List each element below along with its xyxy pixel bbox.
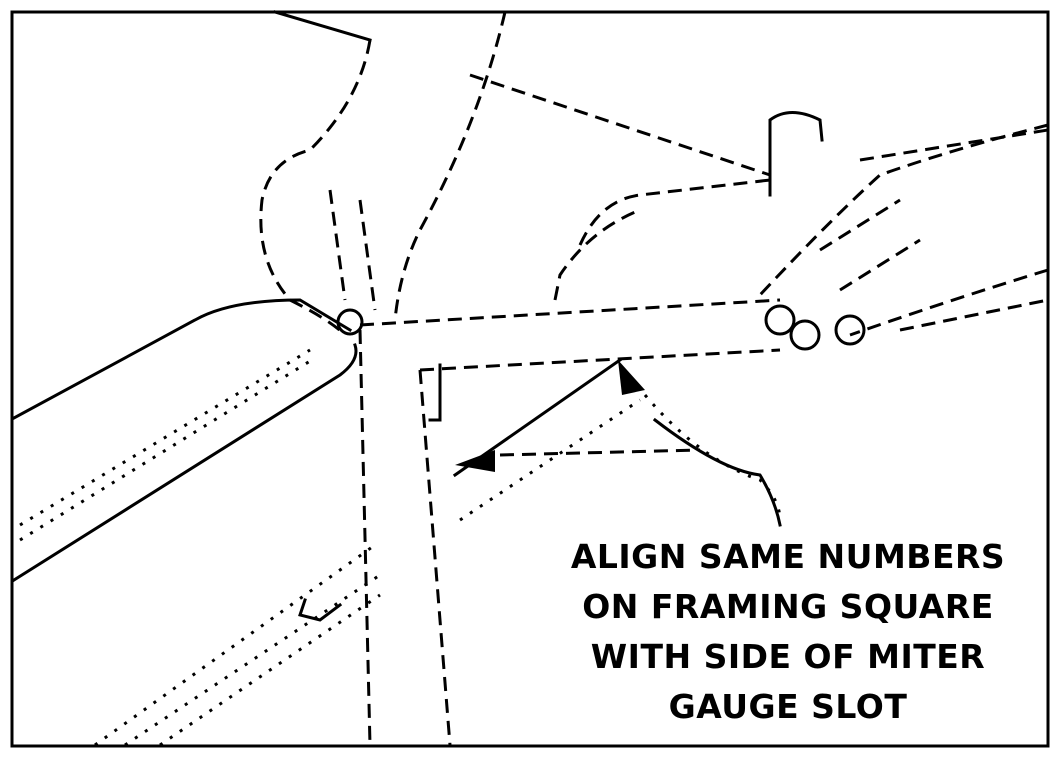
figure-border — [10, 10, 1050, 748]
miter-gauge-slot — [94, 543, 381, 747]
framing-square — [358, 298, 781, 746]
right-hand — [758, 123, 1049, 351]
caption-line-4: GAUGE SLOT — [668, 687, 908, 726]
miter-gauge — [553, 111, 824, 301]
left-hand — [259, 11, 507, 337]
instruction-caption: ALIGN SAME NUMBERS ON FRAMING SQUARE WIT… — [548, 532, 1028, 732]
caption-line-1: ALIGN SAME NUMBERS — [570, 537, 1006, 576]
table-extension-left — [11, 298, 358, 583]
alignment-arrows — [452, 357, 782, 522]
caption-line-2: ON FRAMING SQUARE — [582, 587, 994, 626]
caption-line-3: WITH SIDE OF MITER — [590, 637, 986, 676]
table-top-lines — [273, 10, 1049, 177]
leader-line — [652, 417, 782, 527]
